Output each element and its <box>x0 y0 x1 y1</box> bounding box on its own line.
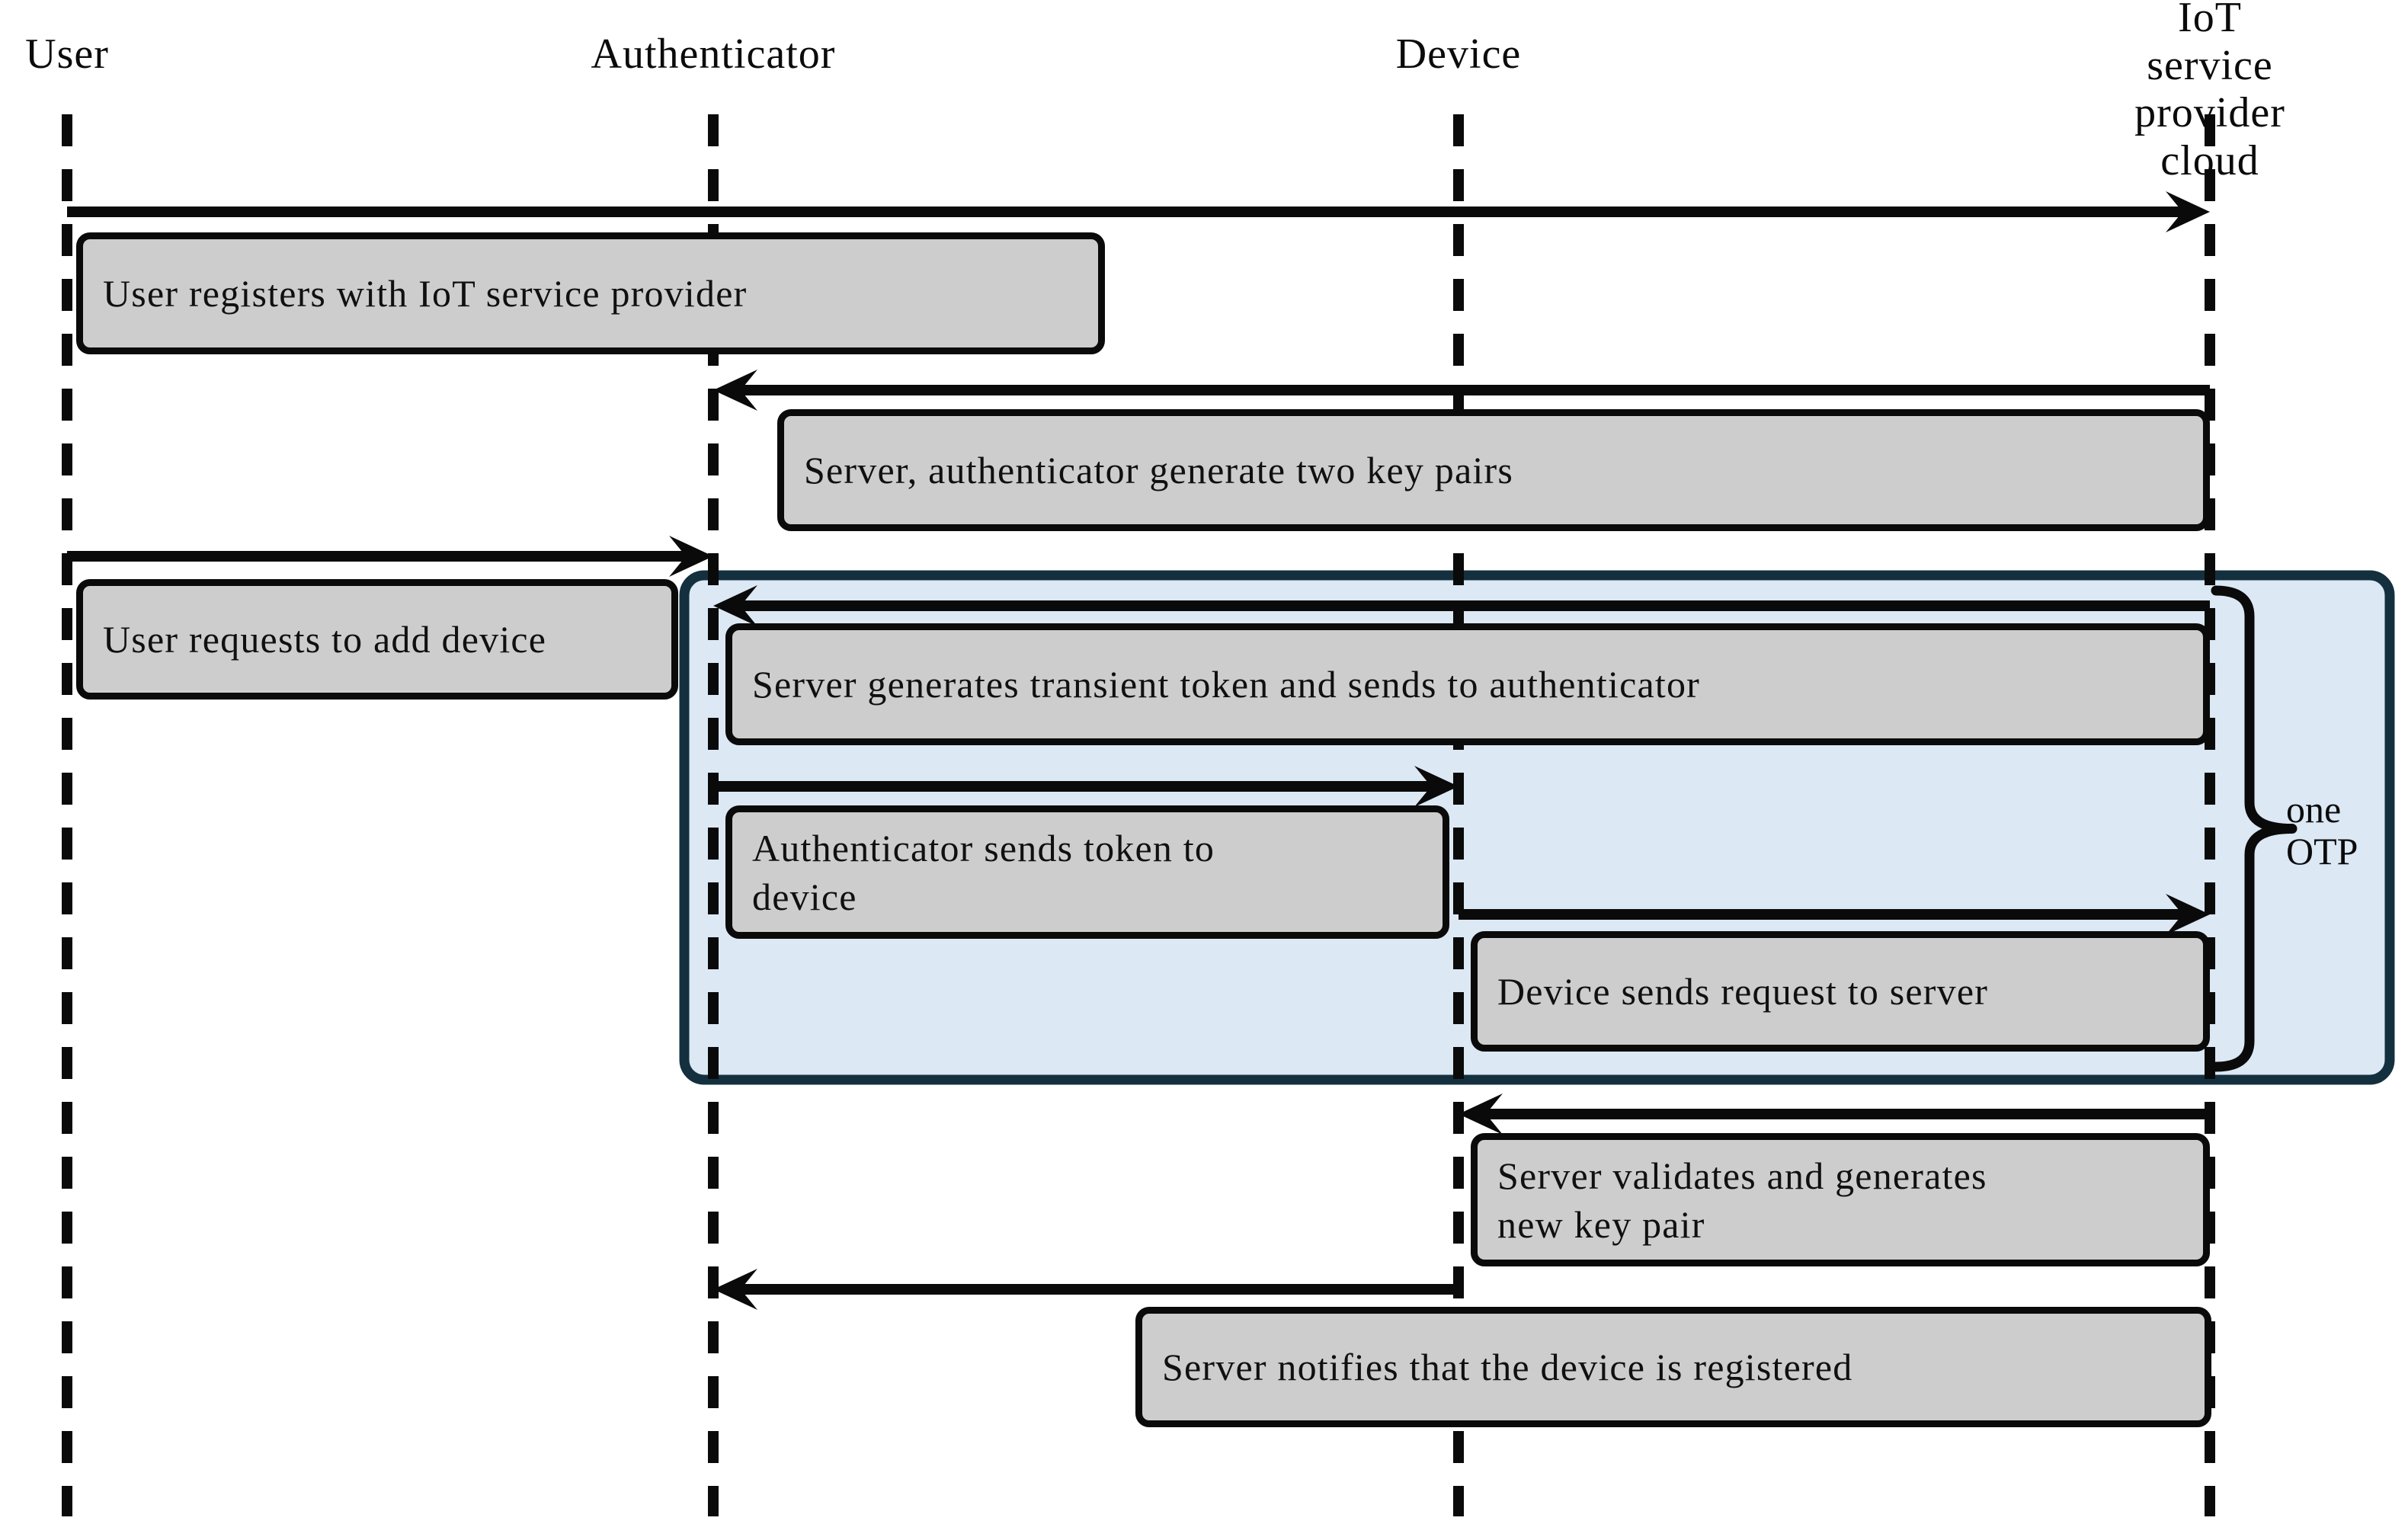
message-box-m3: User requests to add device <box>76 579 678 700</box>
arrowhead <box>713 1269 757 1310</box>
message-box-m1: User registers with IoT service provider <box>76 232 1105 354</box>
otp-curly-brace <box>2211 585 2298 1072</box>
message-arrows-group <box>67 191 2210 1310</box>
arrowhead <box>1414 766 1459 807</box>
message-box-m8: Server notifies that the device is regis… <box>1135 1307 2211 1427</box>
message-box-m2: Server, authenticator generate two key p… <box>777 409 2210 531</box>
message-arrow-m2 <box>713 370 2210 411</box>
one-otp-annotation-label: one OTP <box>2286 788 2358 872</box>
arrowhead <box>669 536 713 577</box>
otp-brace-group <box>2211 585 2298 1072</box>
message-label-m4: Server generates transient token and sen… <box>752 663 1700 706</box>
message-arrow-m1 <box>67 191 2210 232</box>
message-arrow-m5 <box>713 766 1459 807</box>
arrowhead <box>713 370 757 411</box>
message-arrow-m6 <box>1459 894 2210 935</box>
arrowhead <box>713 585 757 626</box>
arrowhead <box>2166 191 2210 232</box>
lifeline-label-device: Device <box>1395 30 1522 78</box>
message-box-m6: Device sends request to server <box>1471 931 2210 1052</box>
arrowhead <box>1459 1093 1503 1135</box>
message-arrow-m3 <box>67 536 713 577</box>
message-box-m7: Server validates and generates new key p… <box>1471 1133 2210 1266</box>
message-arrow-m7 <box>1459 1093 2210 1135</box>
message-label-m5: Authenticator sends token to device <box>752 826 1215 918</box>
message-box-m4: Server generates transient token and sen… <box>725 623 2210 745</box>
message-label-m7: Server validates and generates new key p… <box>1497 1154 1987 1246</box>
message-arrow-m4 <box>713 585 2210 626</box>
arrowhead <box>2166 894 2210 935</box>
message-label-m1: User registers with IoT service provider <box>103 272 748 315</box>
message-label-m2: Server, authenticator generate two key p… <box>804 449 1513 491</box>
message-label-m6: Device sends request to server <box>1497 970 1989 1013</box>
message-arrow-m8 <box>713 1269 1459 1310</box>
lifeline-label-auth: Authenticator <box>591 30 836 78</box>
message-box-m5: Authenticator sends token to device <box>725 805 1449 939</box>
message-label-m3: User requests to add device <box>103 618 547 661</box>
lifeline-label-user: User <box>25 30 109 78</box>
lifeline-label-cloud: IoT service provider cloud <box>2134 0 2285 185</box>
message-label-m8: Server notifies that the device is regis… <box>1162 1346 1853 1388</box>
